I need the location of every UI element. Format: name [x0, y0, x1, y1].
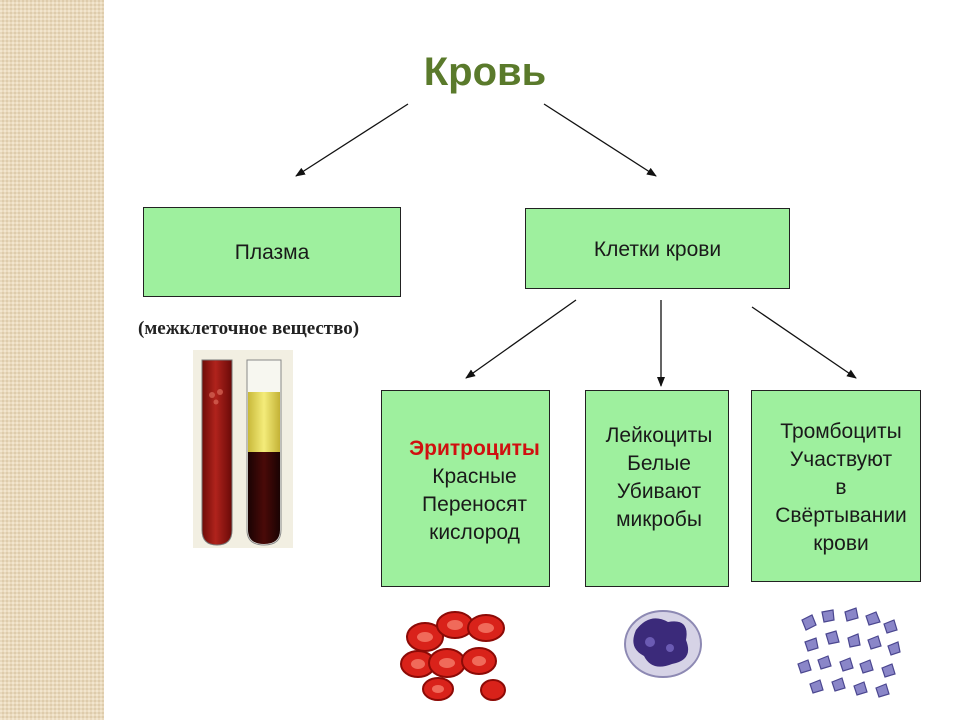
erythrocytes-line: кислород	[429, 521, 520, 544]
plasma-label: Плазма	[234, 241, 310, 264]
leukocytes-box: Лейкоциты Белые Убивают микробы	[585, 390, 729, 587]
arrow-cells-to-thrombocytes	[751, 306, 857, 379]
thrombocytes-heading: Тромбоциты	[780, 420, 902, 443]
blood-cells-box: Клетки крови	[525, 208, 790, 289]
leukocytes-line: Убивают	[616, 480, 702, 503]
decorative-side-strip	[0, 0, 104, 720]
plasma-note: (межклеточное вещество)	[138, 318, 360, 339]
white-blood-cell-image	[624, 610, 702, 678]
blood-cells-label: Клетки крови	[593, 238, 722, 261]
erythrocytes-line: Переносят	[422, 493, 527, 516]
thrombocytes-box: Тромбоциты Участвуют в Свёртывании крови	[751, 390, 921, 582]
arrow-title-to-cells	[543, 103, 657, 177]
platelets-image	[797, 607, 901, 698]
leukocytes-heading: Лейкоциты	[605, 424, 713, 447]
erythrocytes-box: Эритроциты Красные Переносят кислород	[381, 390, 550, 587]
thrombocytes-line: Участвуют	[789, 448, 893, 471]
leukocytes-line: Белые	[627, 452, 691, 475]
leukocytes-line: микробы	[616, 508, 702, 531]
thrombocytes-line: Свёртывании	[775, 504, 907, 527]
plasma-box: Плазма	[143, 207, 401, 297]
arrow-title-to-plasma	[295, 103, 409, 177]
diagram-title: Кровь	[423, 50, 547, 94]
erythrocytes-line: Красные	[432, 465, 517, 488]
thrombocytes-line: крови	[813, 532, 869, 555]
erythrocytes-heading: Эритроциты	[409, 437, 540, 460]
red-blood-cells-image	[400, 611, 506, 701]
arrow-cells-to-erythrocytes	[465, 299, 577, 379]
thrombocytes-line: в	[835, 476, 847, 499]
